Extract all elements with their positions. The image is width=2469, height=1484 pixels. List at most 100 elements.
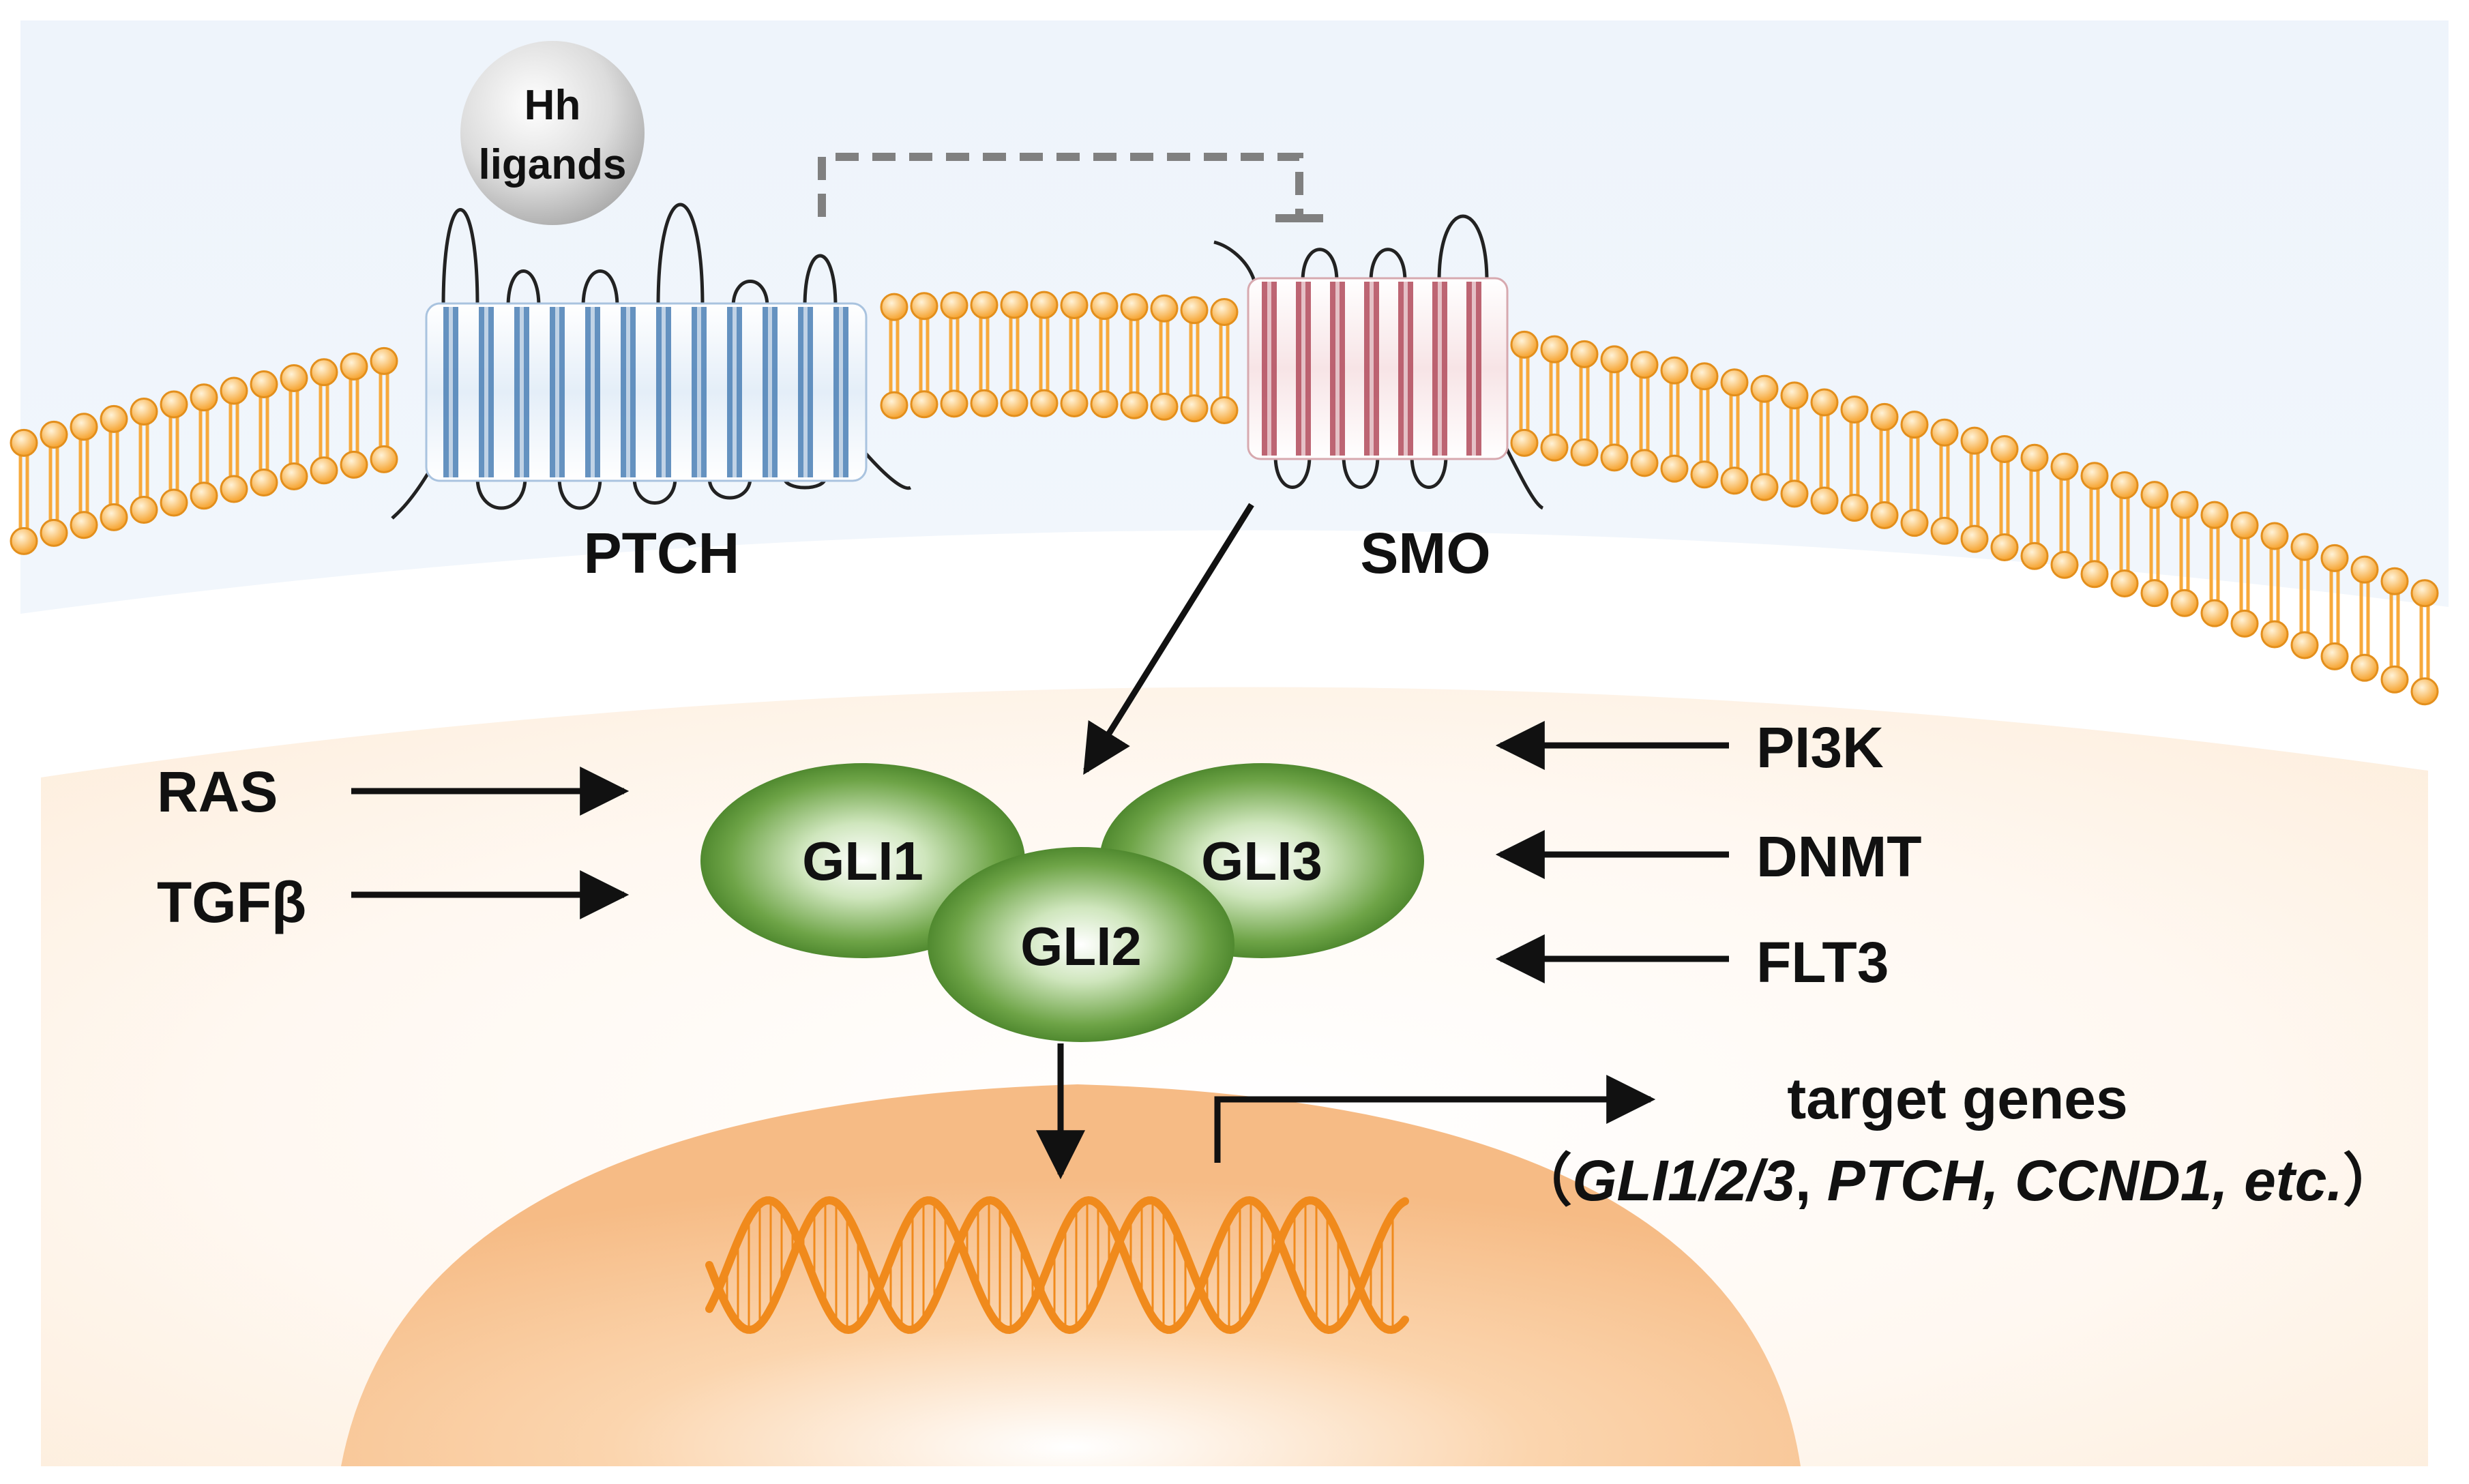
lipid — [2410, 579, 2439, 706]
smo-loop — [1301, 248, 1339, 282]
lipid — [1150, 294, 1179, 421]
lipid — [1210, 297, 1239, 424]
tgfb-label: TGFβ — [157, 870, 306, 934]
lipid — [1000, 291, 1029, 417]
lipid — [310, 358, 338, 485]
lipid — [190, 383, 218, 510]
lipid — [370, 346, 398, 473]
lipid — [130, 398, 158, 524]
lipid — [940, 291, 969, 418]
ptch-stripe-highlight — [697, 307, 701, 477]
lipid — [1060, 291, 1089, 418]
ptch-loop — [707, 477, 752, 500]
lipid — [160, 390, 188, 517]
smo-stripe-highlight — [1301, 282, 1305, 456]
hh-ligand: Hh ligands — [460, 41, 645, 225]
lipid — [1840, 396, 1869, 522]
smo-stripe-highlight — [1335, 282, 1340, 456]
ras-label: RAS — [157, 760, 278, 824]
gli1-label: GLI1 — [802, 831, 923, 891]
ptch-loops — [391, 203, 912, 520]
gli-complex: GLI1 GLI3 GLI2 — [700, 763, 1424, 1042]
lipid — [1510, 330, 1539, 457]
lipid — [1540, 335, 1569, 462]
target-genes-list: （GLI1/2/3, PTCH, CCND1, etc.） — [1515, 1148, 2400, 1213]
smo-stripe-highlight — [1370, 282, 1374, 456]
smo-stripe-highlight — [1404, 282, 1408, 456]
lipid — [1660, 356, 1689, 483]
ptch-stripe-highlight — [839, 307, 843, 477]
ptch-stripe-highlight — [803, 307, 808, 477]
lipid — [2230, 511, 2259, 638]
lipid — [1600, 345, 1629, 472]
smo-stripes — [1262, 282, 1481, 456]
smo-to-gli-arrow — [1083, 503, 1254, 775]
ptch-loop — [506, 269, 541, 308]
lipid — [1180, 296, 1209, 423]
cell-membrane — [10, 291, 2439, 706]
lipid — [10, 428, 38, 555]
target-genes-rest: PTCH, CCND1, etc. — [1827, 1148, 2343, 1213]
lipid — [1690, 362, 1719, 489]
smo-receptor — [1213, 214, 1544, 510]
lipid — [1930, 418, 1959, 545]
smo-tail — [1502, 442, 1544, 510]
pi3k-label: PI3K — [1756, 715, 1884, 780]
dnmt-label: DNMT — [1756, 825, 1922, 889]
lipid — [40, 420, 68, 547]
lipid — [970, 291, 999, 417]
lipid — [1720, 368, 1749, 495]
lipid — [2110, 471, 2139, 597]
smo-loop — [1342, 455, 1380, 489]
target-sep: , — [1795, 1148, 1827, 1213]
lipid — [2200, 501, 2229, 627]
ptch-loop — [803, 254, 838, 308]
ptch-tail — [391, 469, 432, 520]
ptch-stripes — [443, 307, 848, 477]
ptch-receptor — [391, 203, 912, 520]
ptch-loop — [581, 269, 619, 308]
lipid — [2080, 462, 2109, 589]
smo-label: SMO — [1360, 521, 1490, 585]
lipid — [280, 363, 308, 490]
lipid — [2380, 567, 2409, 694]
lipid — [1810, 388, 1839, 515]
lipid — [2260, 522, 2289, 649]
inhibition-dashed-line — [818, 153, 1303, 217]
smo-loops — [1213, 214, 1544, 510]
smo-loop — [1369, 248, 1407, 282]
nucleus — [341, 1084, 1801, 1466]
lipid — [1870, 402, 1899, 529]
gli2-ellipse — [928, 847, 1234, 1042]
lipid — [1570, 340, 1599, 466]
lipid — [2020, 443, 2049, 570]
target-close-paren: ） — [2343, 1148, 2400, 1213]
lipid — [910, 292, 938, 419]
lipid — [1090, 292, 1119, 419]
lipid — [340, 352, 368, 479]
ptch-stripe-highlight — [733, 307, 737, 477]
smo-tail — [1213, 240, 1257, 284]
ptch-loop — [656, 203, 705, 308]
dna-strand-1 — [705, 1196, 1409, 1335]
smo-loop — [1273, 455, 1312, 489]
target-open-paren: （ — [1515, 1148, 1572, 1213]
smo-loop — [1410, 455, 1448, 489]
ptch-stripe-highlight — [449, 307, 453, 477]
lipid — [1960, 426, 1989, 553]
lipid — [2350, 555, 2379, 682]
transcription-arrow — [1214, 1075, 1656, 1163]
ptch-loop — [557, 477, 602, 510]
flt3-label: FLT3 — [1756, 930, 1889, 994]
lipid — [2050, 452, 2079, 579]
smo-stripe-highlight — [1438, 282, 1442, 456]
ptch-stripe-highlight — [591, 307, 595, 477]
lipid — [2140, 481, 2169, 608]
gli3-label: GLI3 — [1201, 831, 1322, 891]
lipid — [1030, 291, 1059, 417]
dna-helix — [705, 1196, 1409, 1335]
gli2-label: GLI2 — [1020, 916, 1142, 977]
lipid — [880, 293, 908, 419]
target-genes-gli: GLI1/2/3 — [1572, 1148, 1795, 1213]
